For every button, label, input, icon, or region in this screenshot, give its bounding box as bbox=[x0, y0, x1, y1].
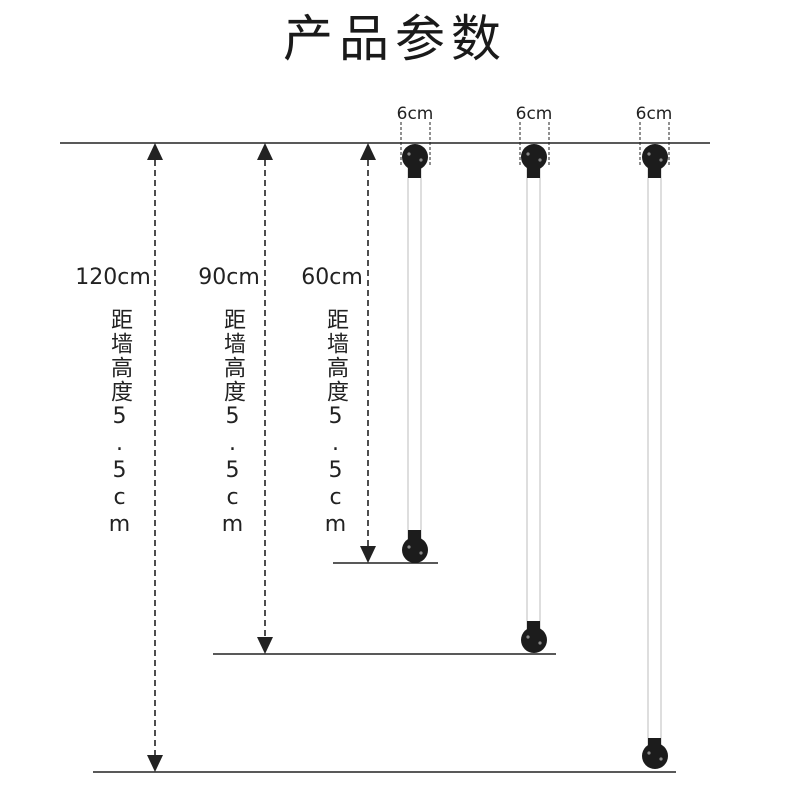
length-label-120: 120cm bbox=[75, 265, 151, 290]
length-label-60: 60cm bbox=[301, 265, 363, 290]
width-label-60: 6cm bbox=[396, 104, 434, 124]
dimension-arrow-90 bbox=[257, 143, 273, 654]
bottom-bracket bbox=[642, 738, 668, 769]
wall-distance-label-120: 距墙高度5.5cm bbox=[107, 308, 132, 539]
dimension-arrow-60 bbox=[360, 143, 376, 563]
length-label-90: 90cm bbox=[198, 265, 260, 290]
width-dimension-90 bbox=[519, 122, 550, 165]
top-bracket bbox=[642, 144, 668, 178]
bottom-bracket bbox=[402, 530, 428, 563]
width-label-90: 6cm bbox=[515, 104, 553, 124]
rail-tube bbox=[407, 164, 422, 546]
width-label-120: 6cm bbox=[635, 104, 673, 124]
dimension-arrow-120 bbox=[147, 143, 163, 772]
width-dimension-60 bbox=[400, 122, 431, 165]
rail-tube bbox=[647, 164, 662, 753]
bottom-bracket bbox=[521, 621, 547, 653]
page-title: 产品参数 bbox=[283, 10, 507, 68]
handrail-90cm bbox=[521, 144, 547, 653]
top-bracket bbox=[521, 144, 547, 178]
width-dimension-120 bbox=[639, 122, 670, 165]
rail-tube bbox=[526, 164, 541, 636]
handrail-120cm bbox=[642, 144, 668, 769]
handrail-60cm bbox=[402, 144, 428, 563]
wall-distance-label-90: 距墙高度5.5cm bbox=[220, 308, 245, 539]
top-bracket bbox=[402, 144, 428, 178]
wall-distance-label-60: 距墙高度5.5cm bbox=[323, 308, 348, 539]
